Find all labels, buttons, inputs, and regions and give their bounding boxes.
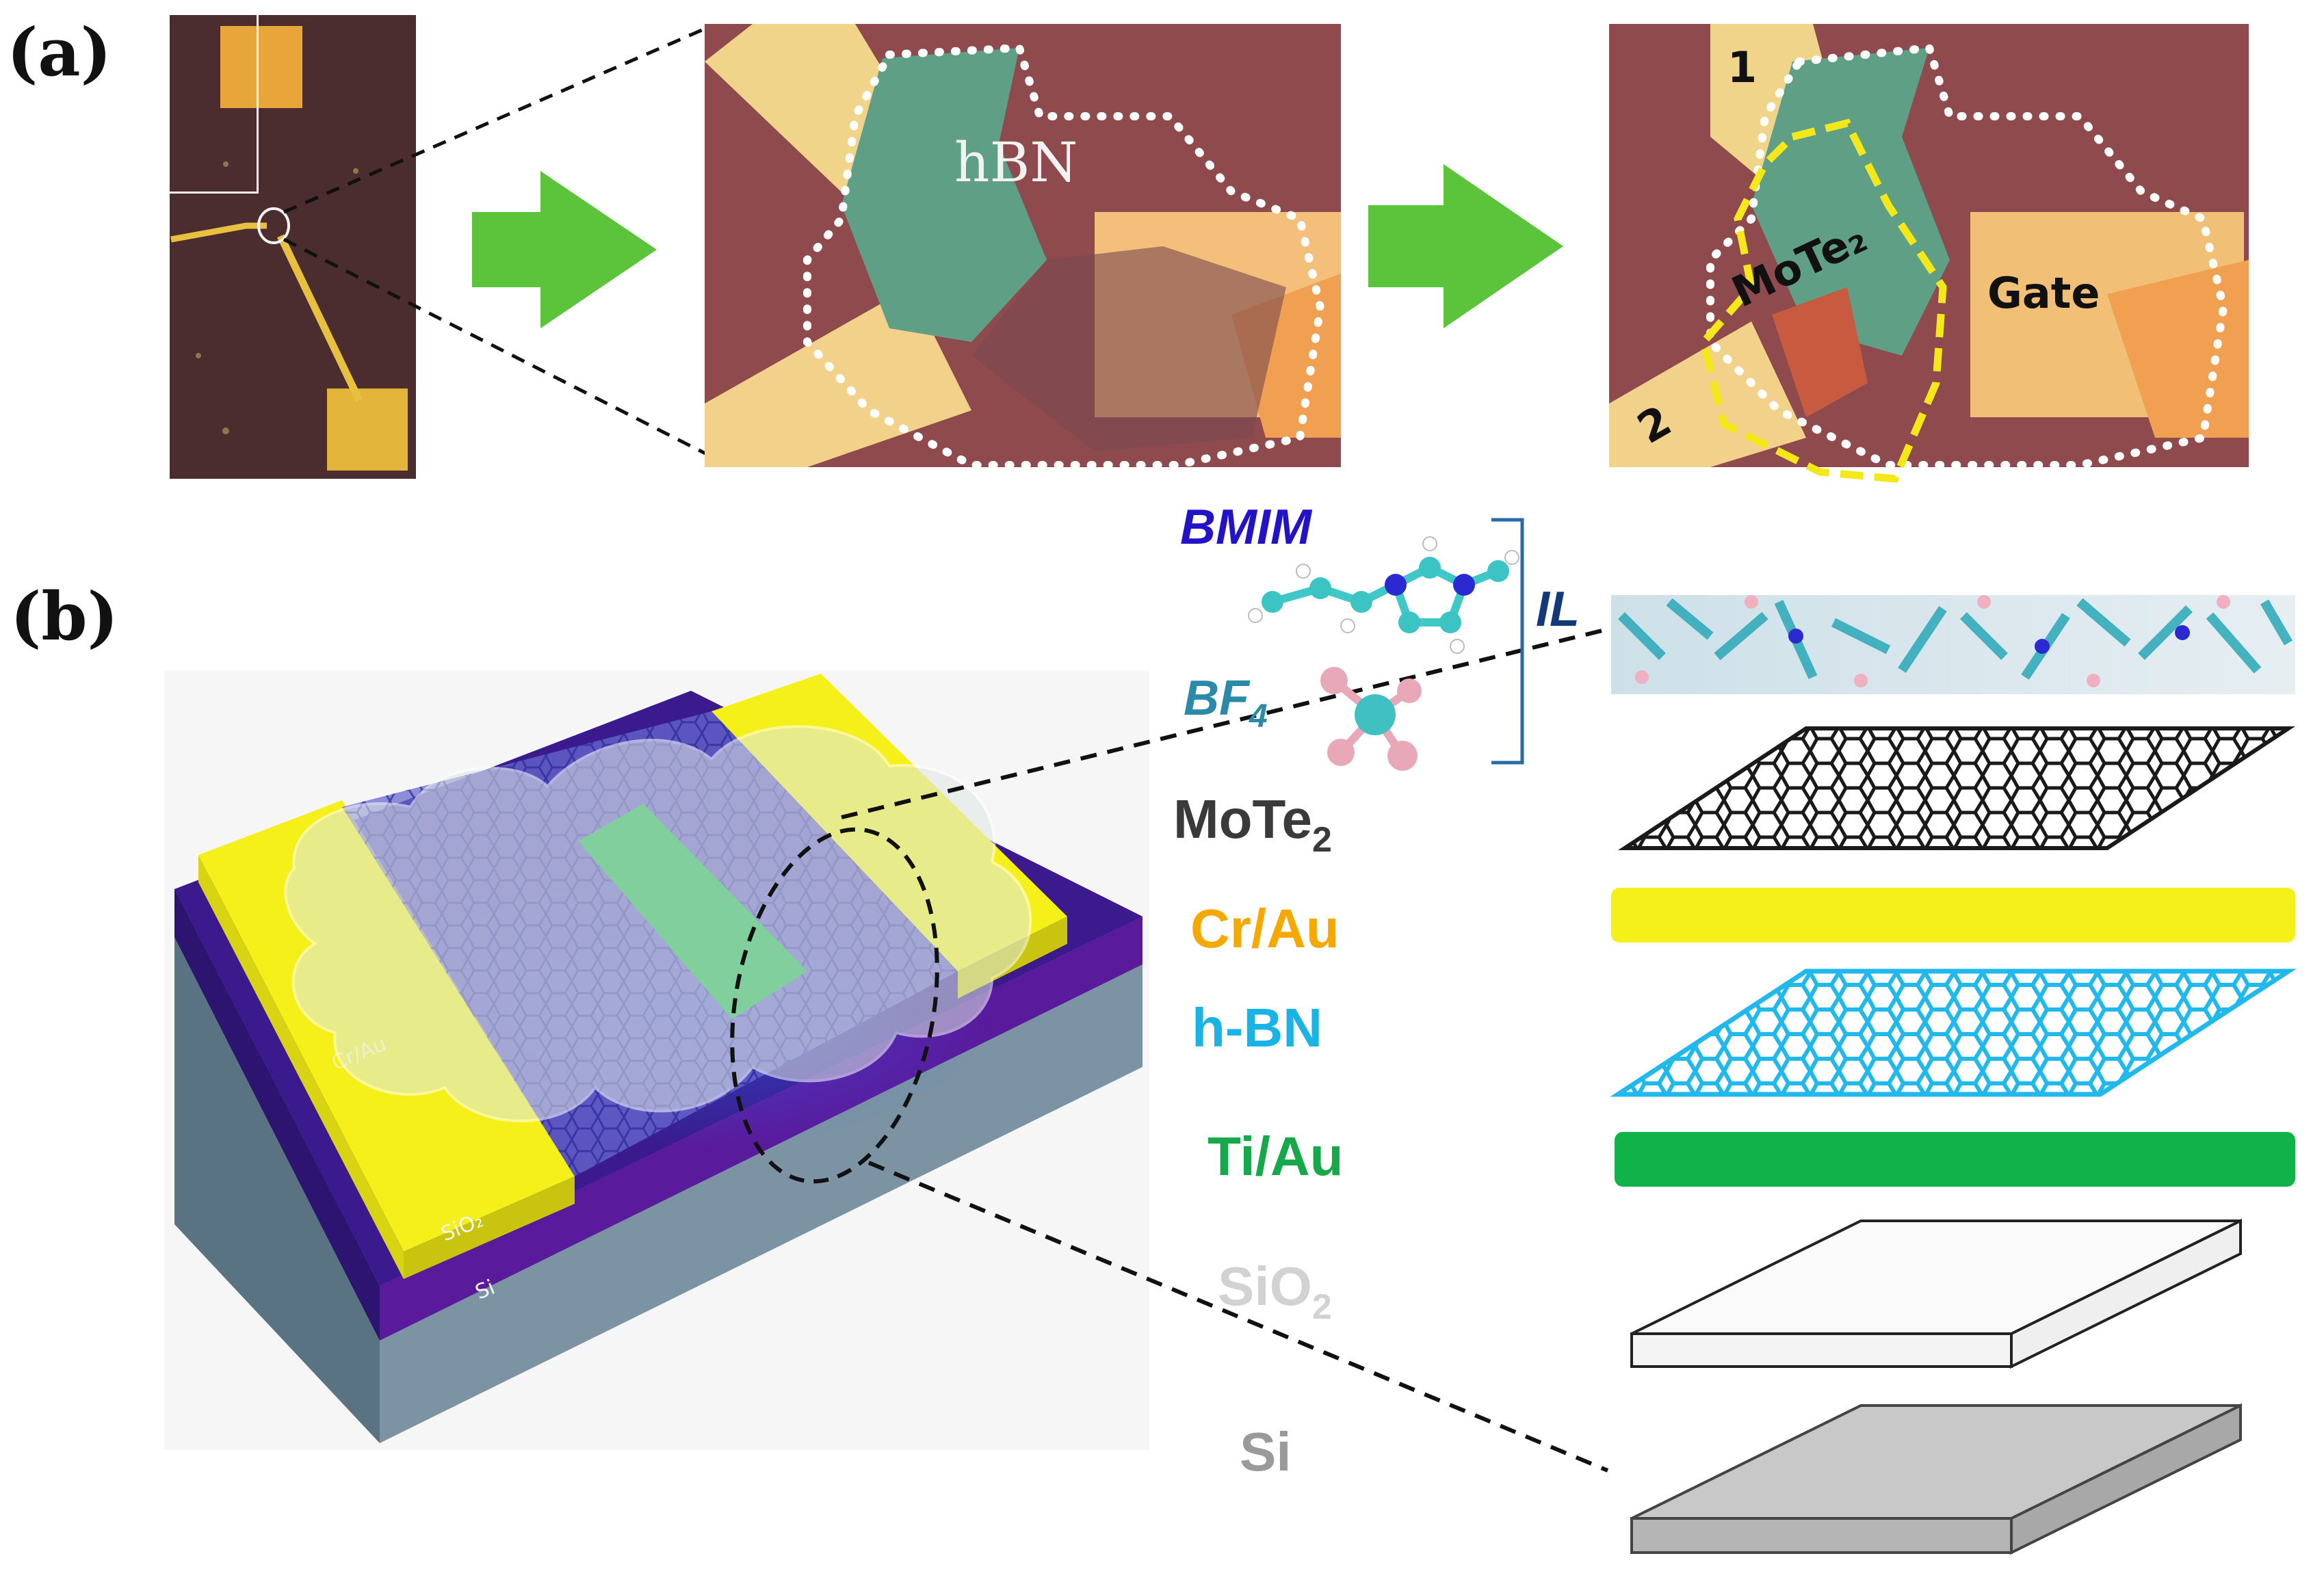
- layer-hbn-sheet: [1610, 968, 2297, 1097]
- layer-sio2-slab: [1630, 1218, 2242, 1369]
- zoom-line-bottom: [283, 237, 709, 457]
- zoom-ellipse: [730, 827, 939, 1184]
- layer-label-tiau: Ti/Au: [1207, 1126, 1344, 1187]
- layer-tiau-bar: [1615, 1132, 2295, 1187]
- layer-labels: MoTe2 Cr/Au h-BN Ti/Au SiO2 Si: [1173, 789, 1344, 1482]
- gate-label: Gate: [1987, 268, 2100, 318]
- arrow-right-icon: [472, 171, 657, 328]
- hbn-label: hBN: [954, 131, 1078, 194]
- micrograph-device: 1 2 MoTe₂ Gate: [1609, 24, 2249, 483]
- arrow-right-icon: [1368, 164, 1563, 328]
- layer-label-sio2: SiO2: [1218, 1256, 1332, 1327]
- layer-mote2-sheet: [1618, 726, 2295, 850]
- panel-b-label: (b): [10, 578, 118, 655]
- layer-label-hbn: h-BN: [1192, 997, 1322, 1058]
- layer-label-si: Si: [1240, 1421, 1292, 1482]
- layer-stack: [1610, 595, 2297, 1555]
- il-bracket: [1491, 518, 1524, 765]
- zoom-line-upper: [841, 627, 1608, 819]
- layer-label-crau: Cr/Au: [1190, 898, 1340, 959]
- micrograph-hbn: hBN: [705, 24, 1341, 469]
- layer-label-mote2: MoTe2: [1173, 789, 1332, 860]
- layer-si-slab: [1630, 1403, 2242, 1555]
- ionic-liquid-droplet: [284, 725, 1032, 1122]
- il-label: IL: [1536, 582, 1580, 637]
- layer-crau-bar: [1611, 888, 2295, 942]
- device-3d-illustration: SiO₂ Si Cr/Au: [164, 670, 1149, 1450]
- bmim-molecule-icon: [1248, 536, 1519, 654]
- zoom-line-lower: [867, 1161, 1609, 1473]
- bf4-label: BF4: [1184, 671, 1268, 735]
- contact-1-label: 1: [1727, 42, 1757, 92]
- layer-il-slab: [1611, 595, 2295, 694]
- zoom-line-top: [283, 25, 709, 214]
- bf4-molecule-icon: [1320, 667, 1422, 771]
- micrograph-chip-overview: [170, 14, 416, 479]
- panel-a-label: (a): [7, 14, 112, 91]
- bmim-label: BMIM: [1180, 500, 1313, 555]
